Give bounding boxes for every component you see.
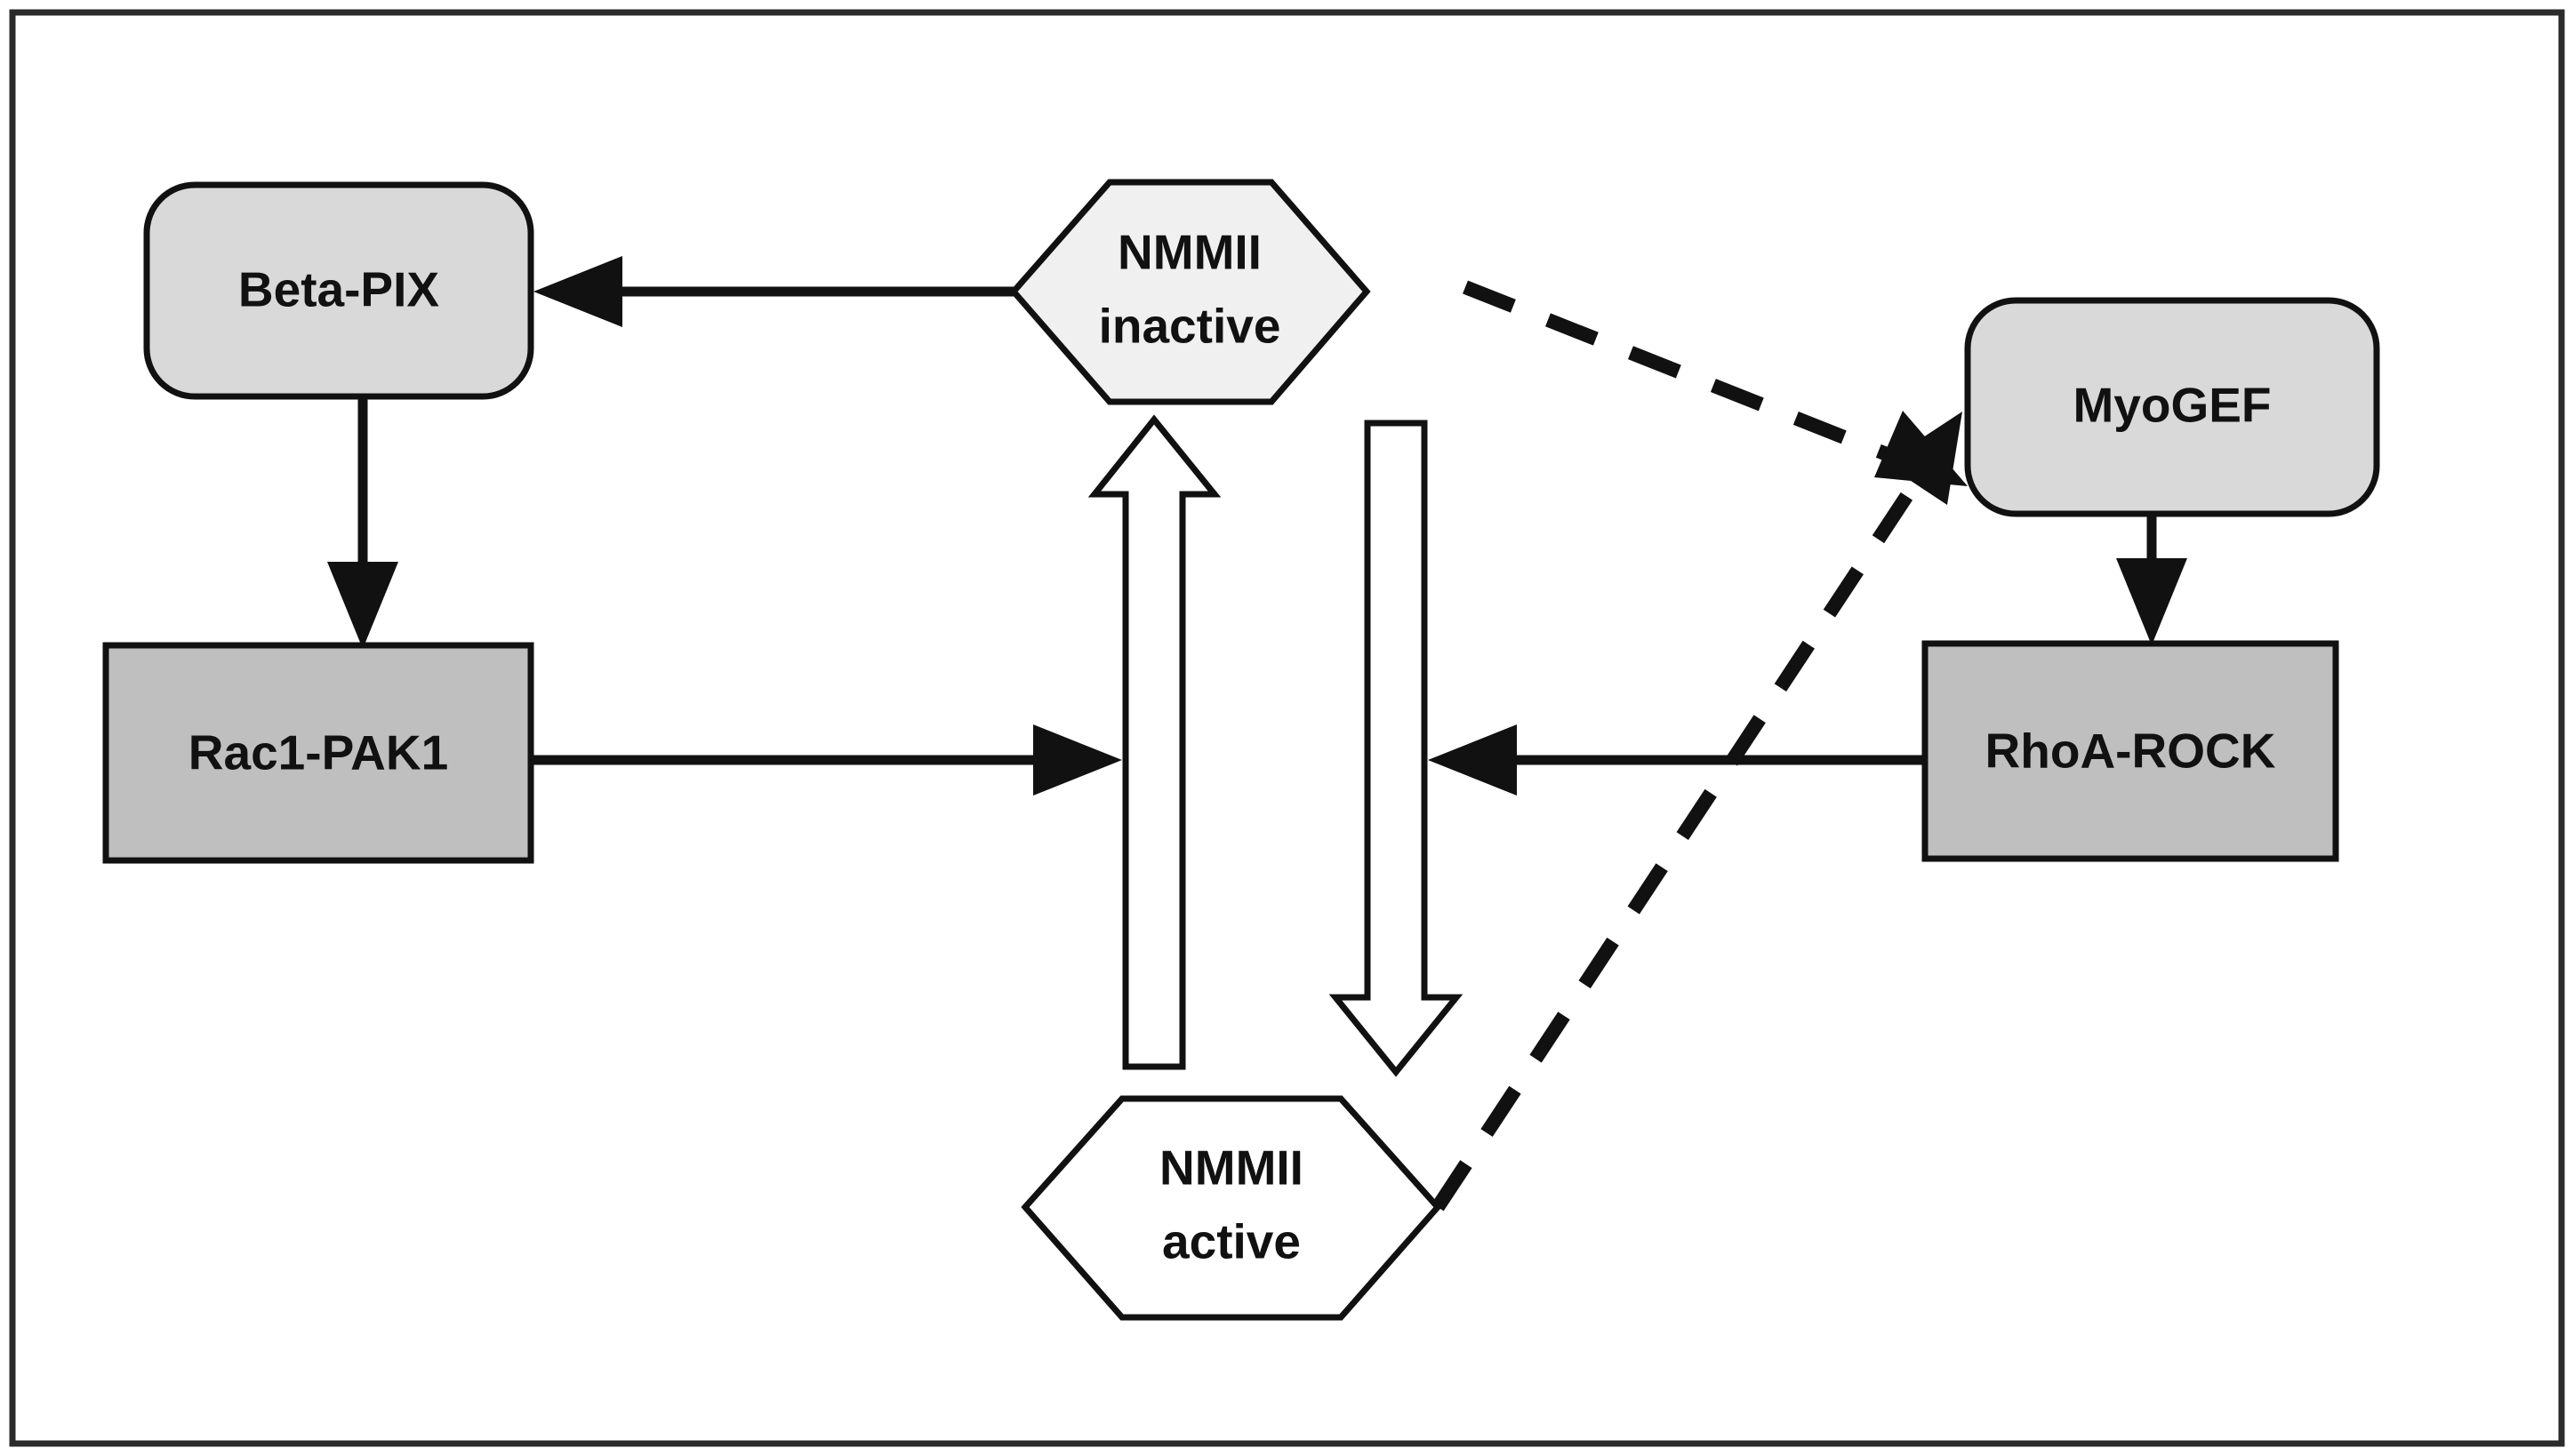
beta-pix-shape[interactable] [143,181,534,400]
node-beta-pix[interactable]: Beta-PIX [143,181,534,400]
nmmii-inactive-shape[interactable] [1009,179,1371,405]
node-myogef[interactable]: MyoGEF [1964,297,2380,517]
node-rac1-pak1[interactable]: Rac1-PAK1 [102,642,534,864]
edge-rac1-pak1-to-activation [531,724,1122,796]
edge-nmmii-active-to-myogef-dashed [1431,412,1962,1212]
edge-myogef-to-rhoa-rock [2116,514,2187,645]
rhoa-rock-shape[interactable] [1921,640,2339,862]
node-rhoa-rock[interactable]: RhoA-ROCK [1921,640,2339,862]
nmmii-activation-block-arrow [1087,414,1222,1070]
nmmii-active-shape[interactable] [1021,1095,1442,1321]
diagram-border [9,9,2565,1447]
edge-nmmii-inactive-to-myogef-dashed [1463,280,1968,486]
node-nmmii-active[interactable]: NMMII active [1021,1095,1442,1321]
nmmii-inactivation-block-arrow [1328,420,1463,1077]
rac1-pak1-shape[interactable] [102,642,534,864]
myogef-shape[interactable] [1964,297,2380,517]
edge-nmmii-inactive-to-beta-pix [533,256,1014,327]
node-nmmii-inactive[interactable]: NMMII inactive [1009,179,1371,405]
edge-rhoa-rock-to-inactivation [1428,724,1925,796]
